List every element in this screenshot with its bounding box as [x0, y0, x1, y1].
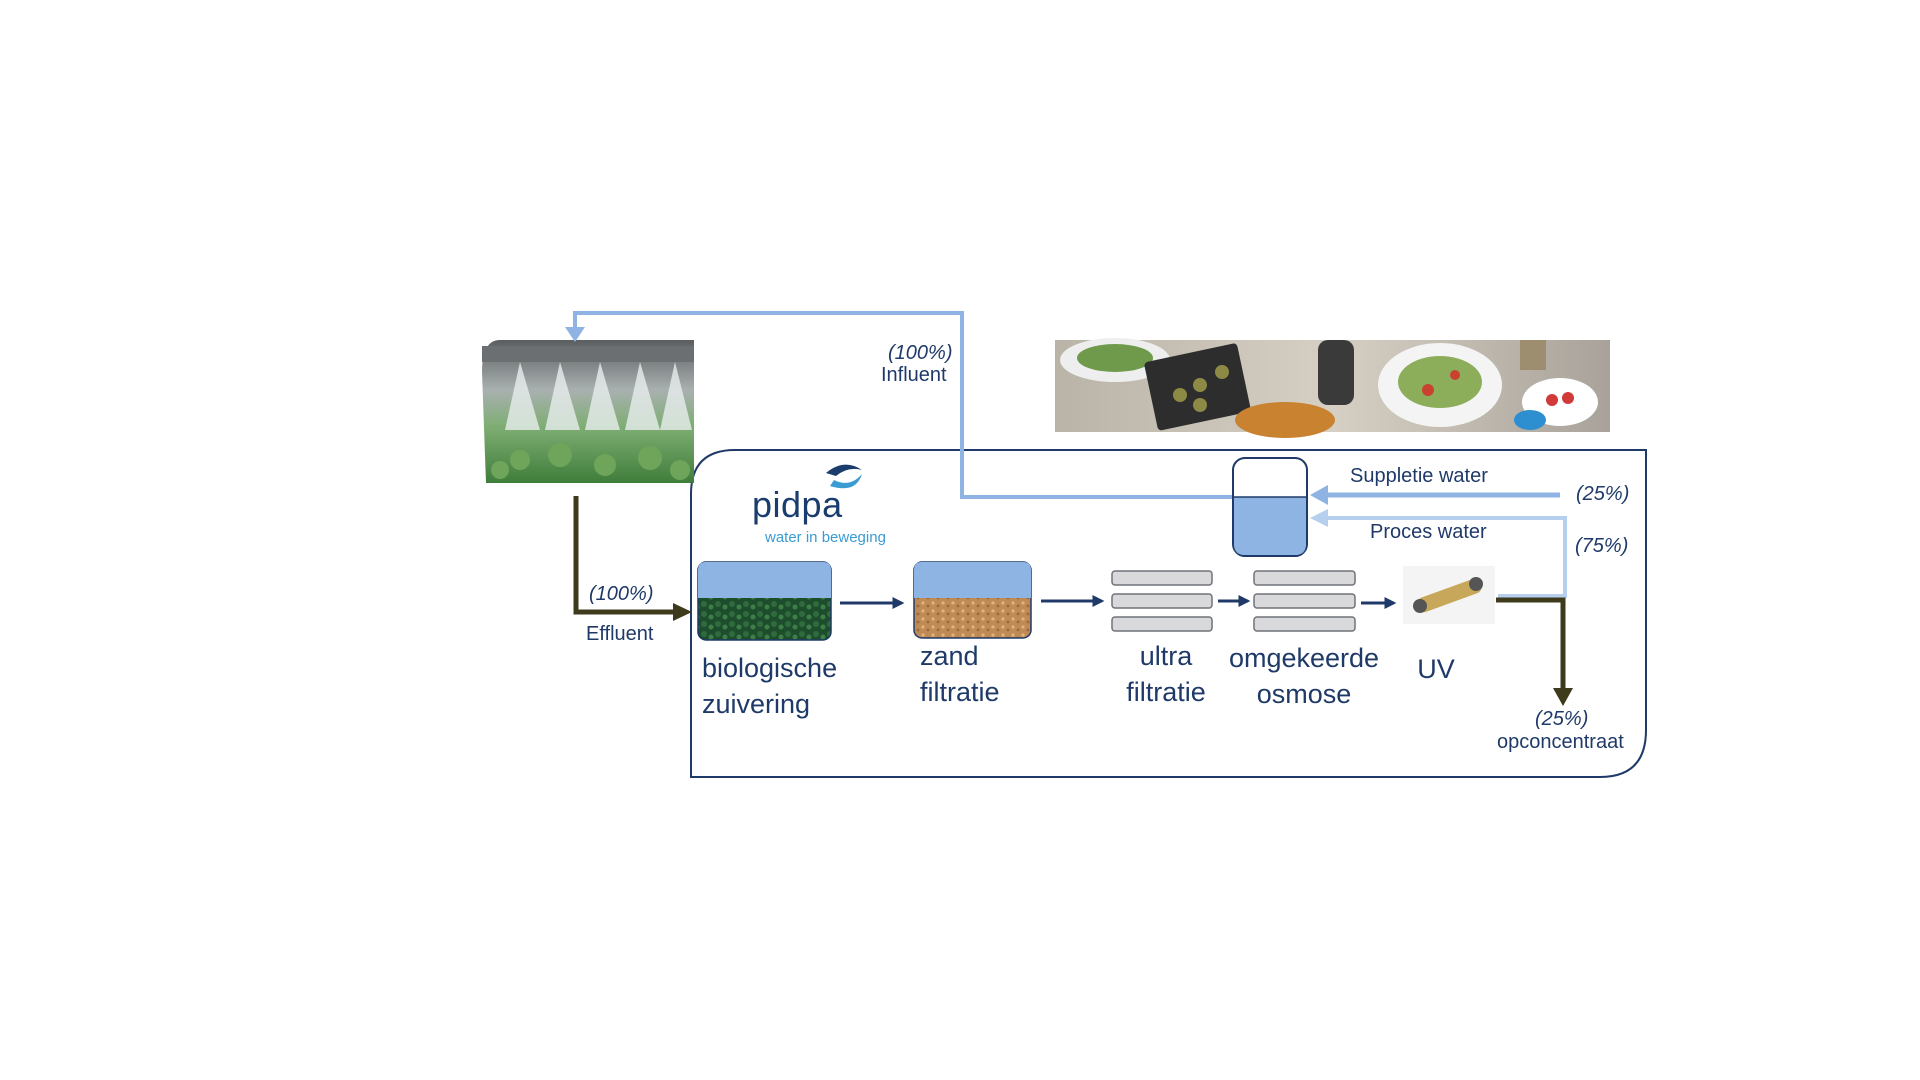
effluent-line [573, 496, 675, 615]
osmose-membranes-icon [1253, 570, 1356, 632]
effluent-label: Effluent [586, 623, 654, 645]
opconcentraat-label: opconcentraat [1497, 731, 1624, 753]
opconcentraat-line [1496, 597, 1566, 690]
water-tank-icon [1232, 457, 1308, 557]
proces-arrowhead [1310, 509, 1328, 527]
stage-label-line1: zand [920, 641, 979, 671]
bio-tank-icon [697, 561, 832, 641]
pidpa-logo-icon [826, 464, 862, 489]
effluent-arrowhead [673, 603, 692, 621]
brand-name: pidpa [752, 484, 843, 525]
stage-label-uv: UV [1411, 651, 1461, 687]
stage-label-line1: ultra [1139, 641, 1193, 671]
stage-label-line2: zuivering [702, 689, 811, 719]
spray-wash-photo [482, 340, 694, 483]
stage-label-line2: filtratie [1126, 677, 1206, 707]
effluent-percent: (100%) [589, 583, 654, 605]
uv-lamp-icon [1403, 566, 1495, 624]
stage-label-line1: omgekeerde [1228, 643, 1380, 673]
sand-tank-icon [913, 561, 1032, 639]
stage-label-line1: biologische [702, 653, 838, 683]
influent-percent: (100%) [888, 342, 953, 364]
stage-label-line1: UV [1417, 654, 1455, 684]
influent-arrowhead [565, 327, 585, 342]
influent-label: Influent [881, 364, 947, 386]
food-table-photo [1055, 338, 1610, 438]
stage-label-line2: osmose [1256, 679, 1352, 709]
stage-label-line2: filtratie [920, 677, 1000, 707]
proces-line [1326, 516, 1567, 598]
opconcentraat-percent: (25%) [1535, 708, 1589, 730]
brand-tagline: water in beweging [765, 529, 886, 546]
opconcentraat-arrowhead [1553, 688, 1573, 706]
suppletie-label: Suppletie water [1350, 465, 1488, 487]
influent-line [573, 311, 1240, 499]
suppletie-arrowhead [1310, 485, 1328, 505]
ultra-membranes-icon [1111, 570, 1213, 632]
stage-label-biologische: biologische zuivering [702, 650, 837, 722]
proces-label: Proces water [1370, 521, 1487, 543]
stage-label-osmose: omgekeerde osmose [1224, 640, 1384, 712]
stage-label-ultra: ultra filtratie [1116, 638, 1216, 710]
suppletie-percent: (25%) [1576, 483, 1630, 505]
plant-boundary [690, 449, 1647, 778]
stage-label-zand: zand filtratie [920, 638, 1000, 710]
proces-percent: (75%) [1575, 535, 1629, 557]
